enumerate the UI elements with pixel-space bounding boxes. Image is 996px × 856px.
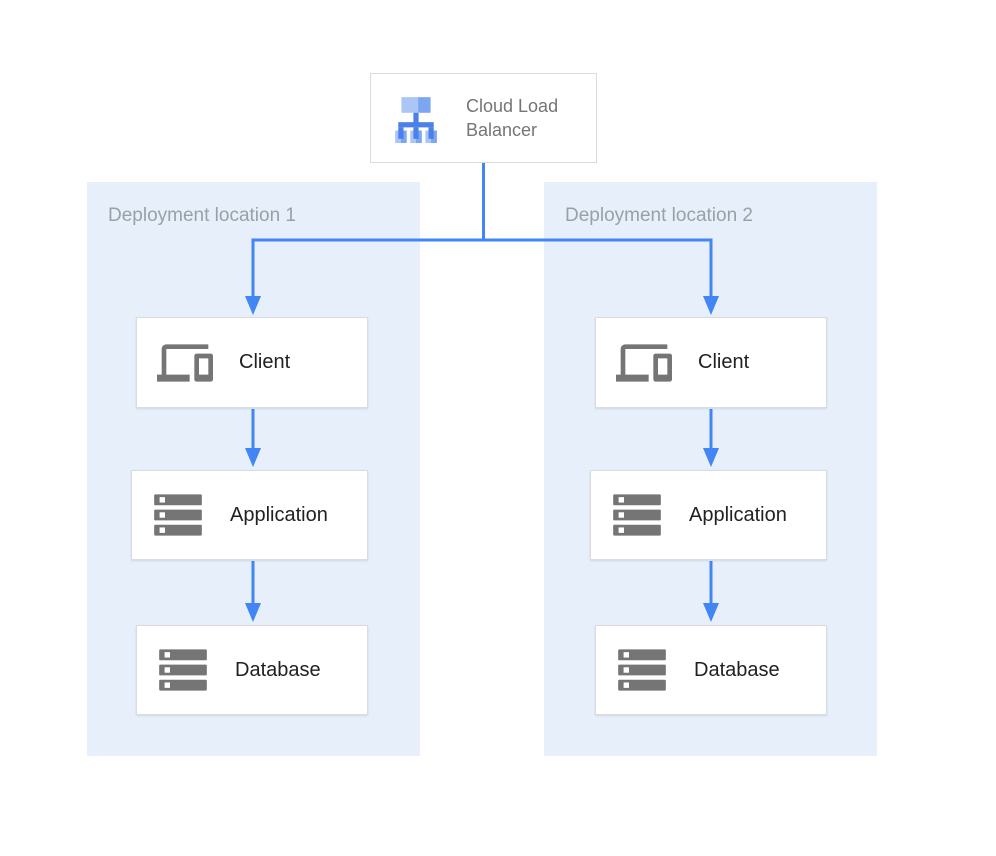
server-stack-icon	[611, 489, 663, 541]
node-database-1: Database	[136, 625, 368, 715]
server-stack-icon	[616, 644, 668, 696]
server-stack-icon	[152, 489, 204, 541]
node-application-2: Application	[590, 470, 827, 560]
node-client-1: Client	[136, 317, 368, 408]
load-balancer-icon	[391, 92, 441, 144]
node-label: Client	[239, 351, 291, 373]
devices-icon	[616, 335, 672, 391]
node-label: Cloud Load Balancer	[466, 96, 559, 140]
zone-label: Deployment location 2	[565, 205, 753, 226]
node-cloud-load-balancer: Cloud Load Balancer	[370, 73, 597, 163]
node-label: Application	[689, 503, 787, 526]
zone-label: Deployment location 1	[108, 205, 296, 226]
server-stack-icon	[157, 644, 209, 696]
node-label: Application	[230, 503, 328, 526]
node-label: Database	[235, 658, 321, 681]
node-application-1: Application	[131, 470, 368, 560]
node-label: Client	[698, 351, 750, 373]
node-label: Database	[694, 658, 780, 681]
node-database-2: Database	[595, 625, 827, 715]
node-client-2: Client	[595, 317, 827, 408]
devices-icon	[157, 335, 213, 391]
